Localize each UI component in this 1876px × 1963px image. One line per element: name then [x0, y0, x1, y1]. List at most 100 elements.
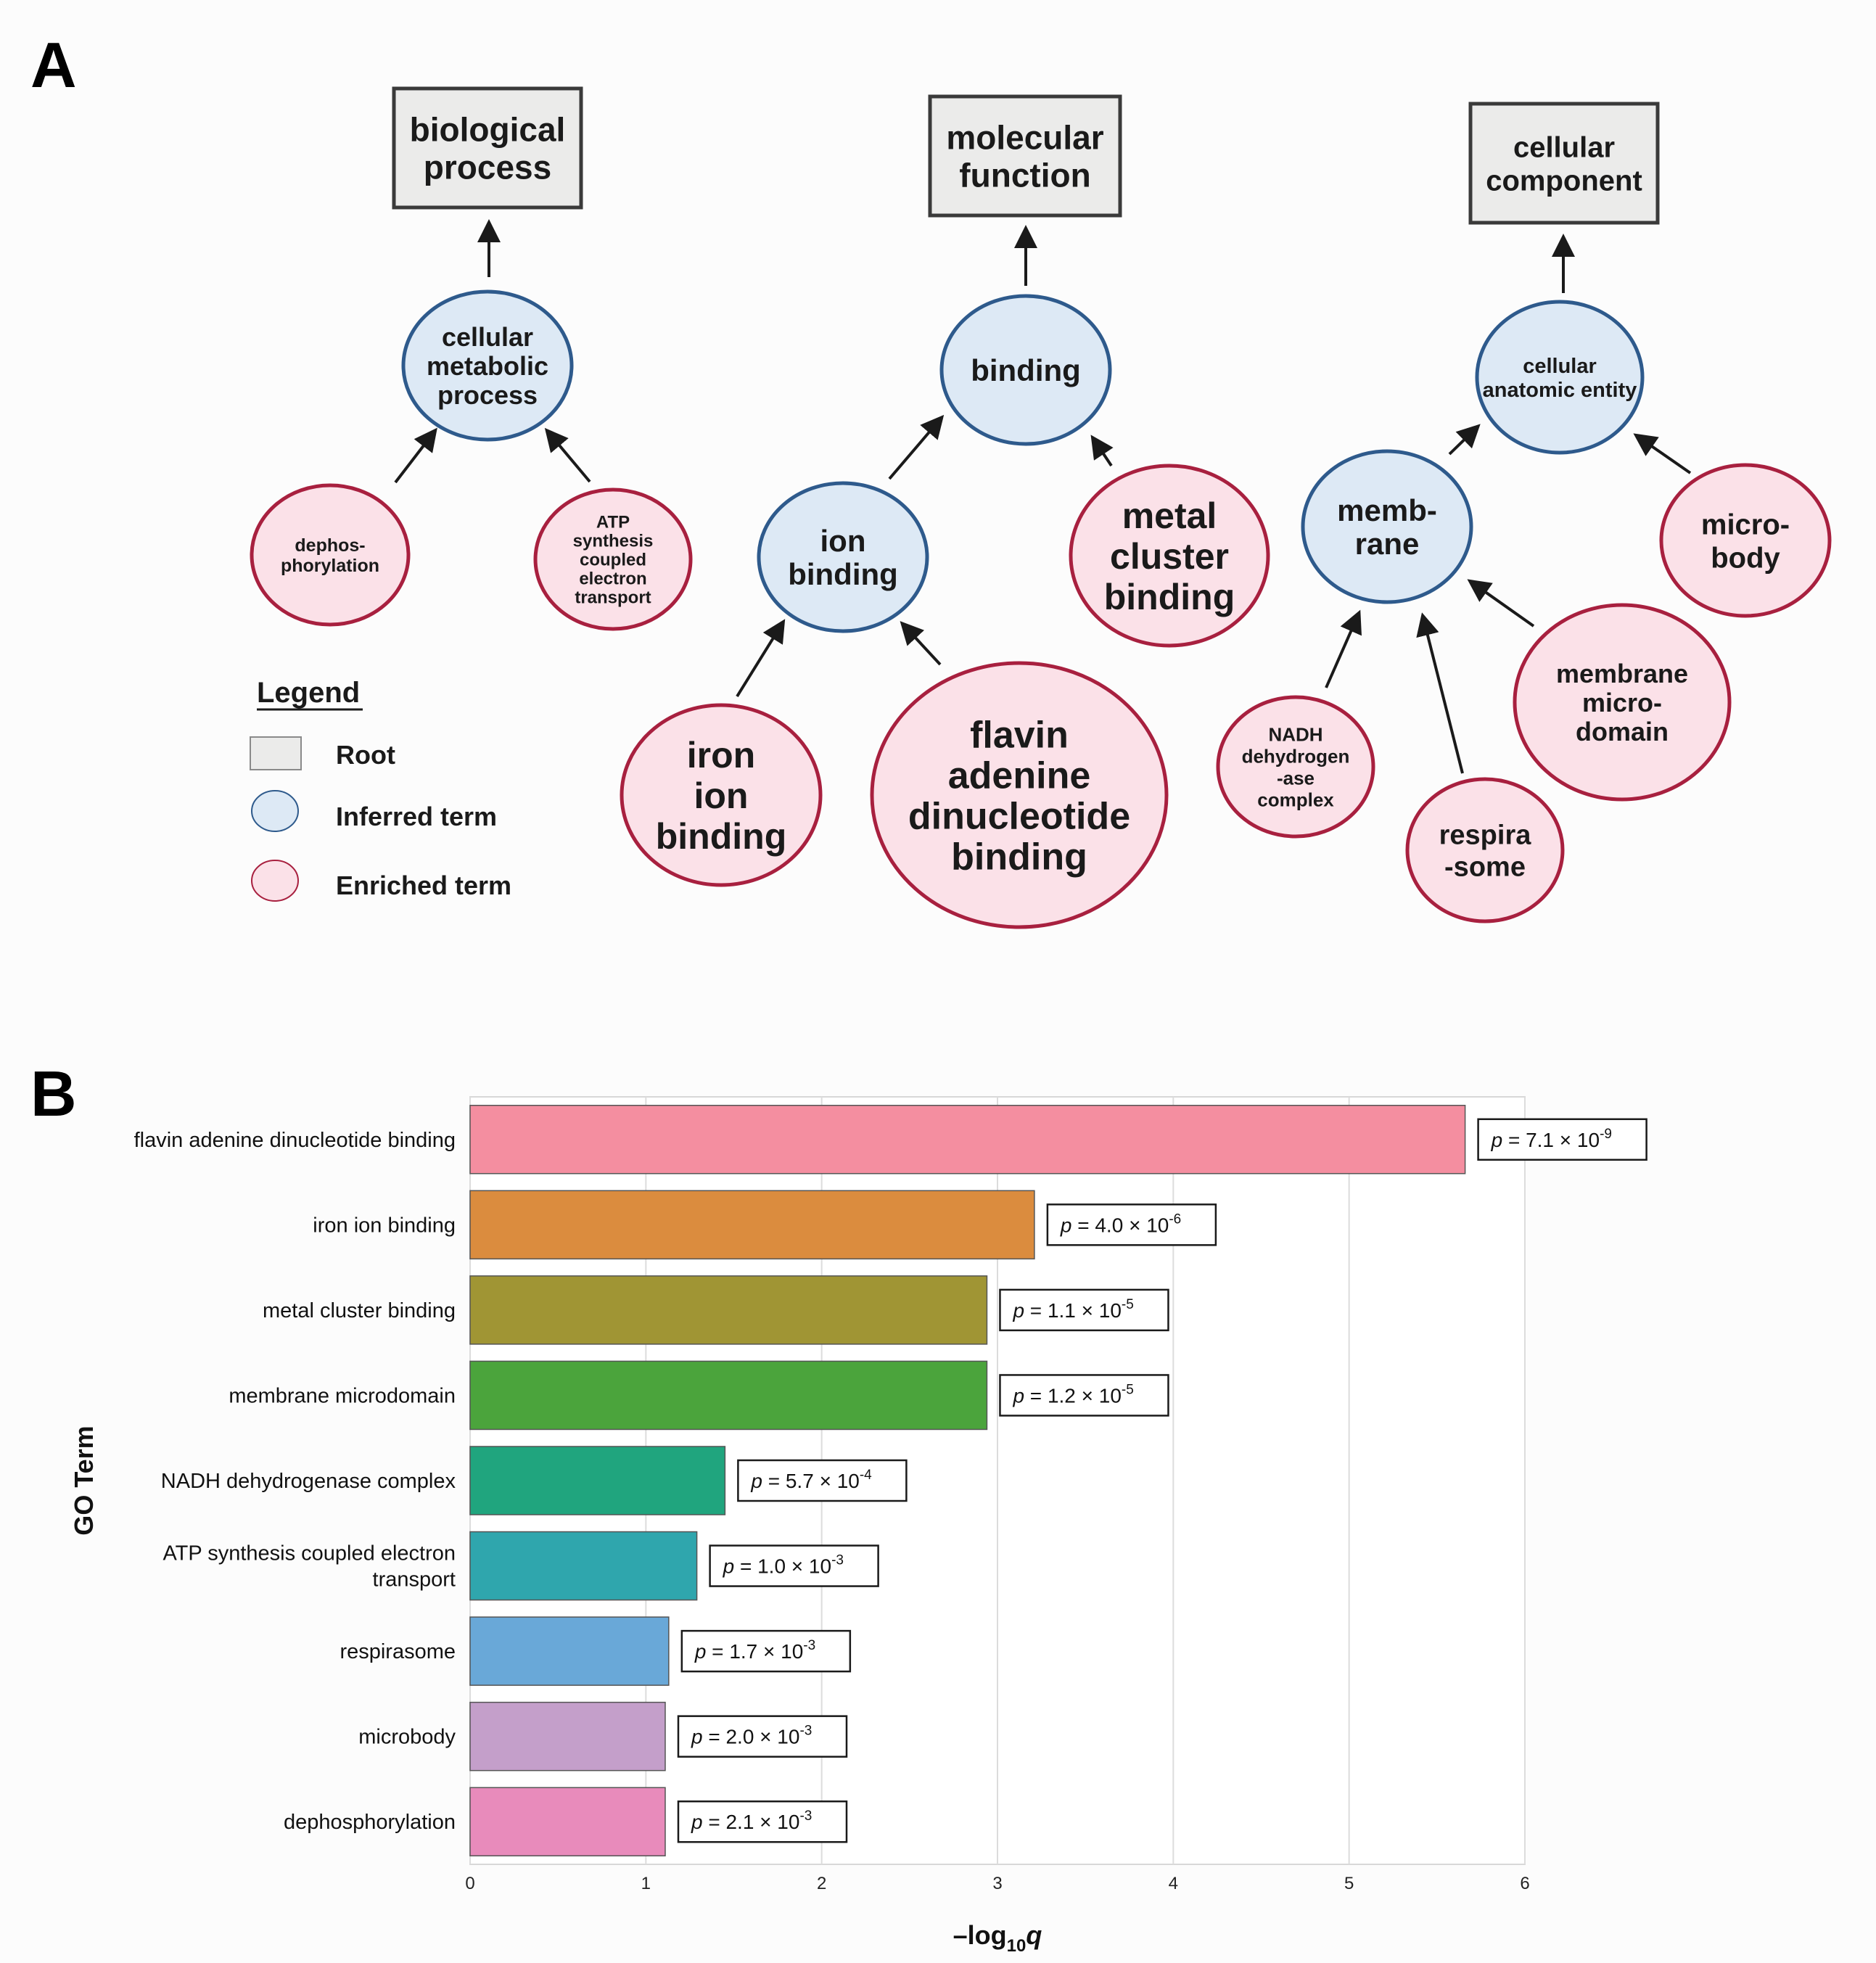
node-label-line: rane	[1355, 527, 1420, 561]
enriched-ellipse	[1069, 464, 1270, 648]
edge-arrow	[1416, 612, 1464, 774]
category-label: ATP synthesis coupled electron	[162, 1542, 456, 1565]
enriched-ellipse	[250, 483, 411, 627]
inferred-node-membrane: memb-rane	[1301, 449, 1473, 604]
category-label: membrane microdomain	[229, 1384, 456, 1407]
node-label-line: component	[1486, 165, 1642, 197]
node-label-line: transport	[575, 588, 651, 608]
p-value-box	[999, 1288, 1169, 1332]
p-value-box	[709, 1544, 879, 1587]
p-value-annotation: p = 1.1 × 10-5	[999, 1288, 1169, 1332]
node-label-line: iron	[687, 735, 755, 775]
edge-arrow	[1090, 435, 1114, 467]
node-label-line: ATP	[596, 513, 630, 532]
enriched-node-respira: respira-some	[1405, 777, 1565, 923]
p-value-text: p = 7.1 × 10-9	[1491, 1127, 1612, 1151]
root-box	[1468, 102, 1660, 225]
node-label-line: flavin	[970, 715, 1069, 757]
p-value-annotation: p = 1.0 × 10-3	[709, 1544, 879, 1587]
bar	[469, 1190, 1035, 1260]
node-label-line: process	[424, 149, 551, 186]
edge-arrow	[900, 621, 942, 666]
node-label-line: dephos-	[295, 535, 365, 556]
p-value-box	[677, 1800, 848, 1843]
node-label-line: -some	[1444, 852, 1526, 883]
category-label: dephosphorylation	[284, 1811, 456, 1834]
node-label-line: body	[1711, 542, 1780, 574]
p-value-annotation: p = 1.7 × 10-3	[680, 1629, 852, 1673]
node-label-line: biological	[410, 111, 566, 149]
p-value-annotation: p = 5.7 × 10-4	[737, 1459, 908, 1502]
bar	[469, 1616, 670, 1686]
node-label-line: cellular	[1513, 131, 1615, 163]
legend-root-label: Root	[336, 740, 395, 770]
legend-inferred-swatch	[251, 790, 299, 832]
p-value-annotation: p = 2.1 × 10-3	[677, 1800, 848, 1843]
node-label-line: synthesis	[573, 532, 654, 551]
node-label-line: binding	[951, 836, 1087, 878]
node-label-line: binding	[971, 353, 1081, 387]
node-label-line: respira	[1439, 820, 1532, 851]
bar	[469, 1531, 698, 1601]
p-value-text: p = 5.7 × 10-4	[750, 1468, 872, 1492]
category-label: flavin adenine dinucleotide binding	[134, 1129, 456, 1152]
diagram-edges	[394, 219, 1692, 774]
p-value-annotation: p = 4.0 × 10-6	[1046, 1203, 1217, 1246]
bar	[469, 1360, 988, 1431]
bar	[469, 1105, 1466, 1174]
node-label-line: electron	[579, 569, 646, 589]
node-label-line: micro-	[1701, 509, 1790, 540]
category-label: transport	[373, 1568, 456, 1592]
category-label: iron ion binding	[313, 1214, 456, 1237]
enriched-node-dephos: dephos-phorylation	[250, 483, 411, 627]
p-value-text: p = 2.1 × 10-3	[691, 1808, 812, 1833]
node-label-line: ion	[694, 775, 749, 816]
node-label-line: metal	[1122, 495, 1217, 536]
p-value-box	[737, 1459, 908, 1502]
root-box	[392, 86, 583, 210]
p-value-box	[1046, 1203, 1217, 1246]
p-value-text: p = 1.1 × 10-5	[1012, 1297, 1133, 1322]
node-label-line: binding	[656, 816, 787, 857]
edge-arrow	[1633, 433, 1692, 474]
p-value-text: p = 1.0 × 10-3	[723, 1553, 844, 1578]
enriched-ellipse	[1659, 463, 1832, 618]
panel-a-label: A	[30, 29, 77, 101]
y-axis-title: GO Term	[69, 1425, 99, 1535]
edge-arrow	[1448, 424, 1481, 456]
edge-arrow	[1325, 609, 1362, 688]
x-tick-label: 2	[817, 1874, 826, 1893]
inferred-node-binding: binding	[939, 294, 1112, 446]
enriched-ellipse	[620, 703, 823, 887]
enriched-ellipse	[870, 661, 1169, 929]
p-value-text: p = 1.2 × 10-5	[1012, 1382, 1133, 1407]
node-label-line: cluster	[1110, 536, 1229, 577]
x-tick-label: 1	[641, 1874, 651, 1893]
legend-enriched-swatch	[251, 860, 299, 902]
category-label: NADH dehydrogenase complex	[161, 1470, 456, 1493]
node-label-line: binding	[788, 557, 898, 591]
p-value-annotation: p = 1.2 × 10-5	[999, 1374, 1169, 1417]
p-value-box	[677, 1715, 848, 1758]
edge-arrow	[394, 427, 437, 484]
p-value-box	[999, 1374, 1169, 1417]
node-label-line: NADH	[1268, 723, 1322, 745]
node-label-line: membrane	[1556, 659, 1688, 688]
bar	[469, 1275, 988, 1345]
inferred-ellipse	[757, 481, 929, 633]
edge-arrow	[888, 414, 945, 480]
edge-arrow	[544, 427, 591, 483]
node-label-line: dehydrogen	[1242, 745, 1350, 767]
